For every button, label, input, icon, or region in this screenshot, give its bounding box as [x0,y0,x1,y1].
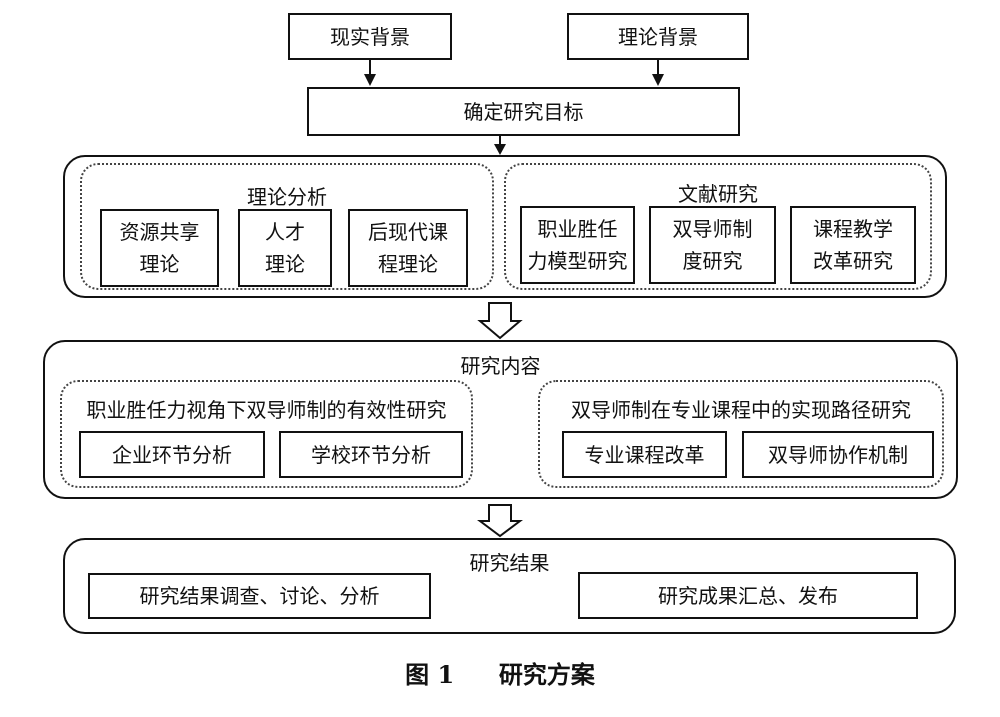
school-analysis-box: 学校环节分析 [279,431,463,478]
arrow-right-bg-to-goal [652,60,664,86]
research-goal-label: 确定研究目标 [463,99,584,124]
theory-item-line: 资源共享 [119,220,200,244]
hollow-down-arrow-2 [477,504,523,538]
enterprise-analysis-box: 企业环节分析 [79,431,265,478]
figure-title: 研究方案 [498,660,595,689]
content-left-group [60,380,473,488]
figure-number: 图 1 [405,660,455,689]
literature-item-line: 职业胜任 [537,217,618,241]
theory-item-resource-sharing: 资源共享 理论 [100,209,219,287]
theory-item-line: 程理论 [378,252,438,276]
content-left-title: 职业胜任力视角下双导师制的有效性研究 [86,398,447,422]
theory-background-box: 理论背景 [567,13,749,60]
literature-title: 文献研究 [678,182,758,206]
arrow-goal-to-analysis [494,136,506,155]
theory-item-line: 后现代课 [368,220,448,244]
theory-item-line: 理论 [139,252,180,276]
literature-item-line: 改革研究 [813,249,893,273]
content-right-title: 双导师制在专业课程中的实现路径研究 [571,398,911,422]
literature-item-line: 课程教学 [813,217,893,241]
results-survey-label: 研究结果调查、讨论、分析 [139,584,380,608]
theory-item-postmodern: 后现代课 程理论 [348,209,468,287]
literature-item-dual-mentor: 双导师制 度研究 [649,206,776,284]
results-survey-box: 研究结果调查、讨论、分析 [88,573,431,619]
reality-background-label: 现实背景 [330,24,410,49]
content-right-group [538,380,944,488]
theory-background-label: 理论背景 [618,24,698,49]
research-results-title: 研究结果 [469,551,550,575]
theory-analysis-title: 理论分析 [247,185,327,209]
figure-caption: 图 1 研究方案 [0,655,1000,690]
literature-item-line: 力模型研究 [527,249,628,273]
curriculum-reform-label: 专业课程改革 [584,442,705,467]
school-analysis-label: 学校环节分析 [311,442,431,467]
literature-item-competency: 职业胜任 力模型研究 [520,206,635,284]
results-publish-label: 研究成果汇总、发布 [658,583,838,608]
literature-item-curriculum: 课程教学 改革研究 [790,206,916,284]
theory-item-line: 人才 [265,220,305,244]
theory-analysis-group [80,163,494,290]
mentor-collaboration-box: 双导师协作机制 [742,431,934,478]
hollow-down-arrow-1 [477,302,523,340]
theory-item-line: 理论 [265,252,305,276]
literature-group [504,163,932,290]
arrow-left-bg-to-goal [364,60,376,86]
reality-background-box: 现实背景 [288,13,452,60]
mentor-collaboration-label: 双导师协作机制 [768,442,908,467]
curriculum-reform-box: 专业课程改革 [562,431,727,478]
research-goal-box: 确定研究目标 [307,87,740,136]
theory-item-talent: 人才 理论 [238,209,332,287]
results-publish-box: 研究成果汇总、发布 [578,572,918,619]
enterprise-analysis-label: 企业环节分析 [112,442,232,467]
literature-item-line: 度研究 [682,249,743,273]
literature-item-line: 双导师制 [672,217,753,241]
research-content-title: 研究内容 [460,354,541,378]
